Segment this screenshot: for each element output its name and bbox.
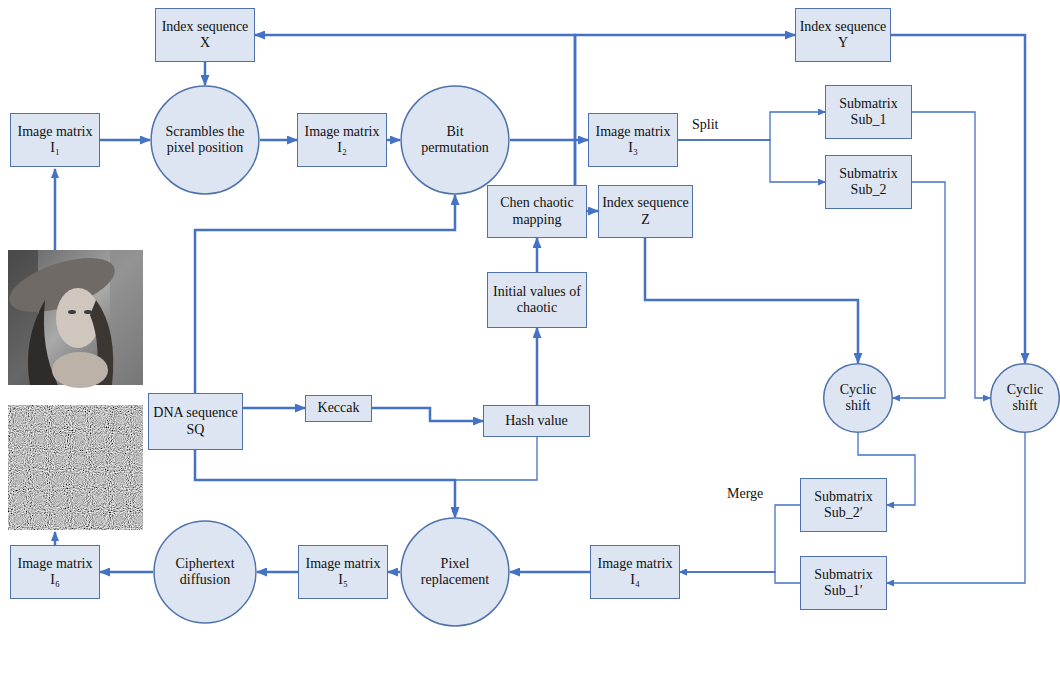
flow-label: Split bbox=[690, 117, 720, 133]
node-text: Scrambles the pixel position bbox=[165, 124, 246, 156]
flow-arrow bbox=[536, 328, 539, 405]
node-text: Image matrix I₅ bbox=[302, 556, 384, 588]
node-text: Initial values of chaotic bbox=[491, 284, 583, 316]
flow-arrow bbox=[912, 112, 990, 398]
node-text: Index sequence Z bbox=[602, 195, 689, 227]
process-box: Initial values of chaotic bbox=[487, 272, 587, 328]
flow-arrow bbox=[195, 195, 455, 393]
flow-arrow bbox=[678, 112, 825, 140]
index-box: Index sequence Z bbox=[598, 185, 693, 238]
process-circle: Ciphertext diffusion bbox=[153, 520, 257, 624]
node-text: Submatrix Sub_1 bbox=[829, 96, 908, 128]
node-text: Chen chaotic mapping bbox=[491, 195, 583, 227]
image-matrix-box: Image matrix I₄ bbox=[590, 545, 680, 599]
node-text: Submatrix Sub_1′ bbox=[804, 567, 883, 599]
flow-arrow bbox=[257, 571, 298, 574]
noise-cipher-image bbox=[8, 405, 143, 530]
node-text: Submatrix Sub_2′ bbox=[804, 489, 883, 521]
image-matrix-box: Image matrix I₅ bbox=[298, 545, 388, 599]
node-text: Ciphertext diffusion bbox=[167, 556, 244, 588]
flow-arrow bbox=[455, 437, 537, 517]
node-text: Keccak bbox=[318, 400, 360, 416]
submatrix-box: Submatrix Sub_1′ bbox=[800, 556, 887, 610]
flow-arrow bbox=[536, 238, 539, 272]
image-matrix-box: Image matrix I₆ bbox=[10, 545, 100, 599]
flow-arrow bbox=[100, 571, 153, 574]
flow-arrow bbox=[243, 407, 305, 410]
node-text: Submatrix Sub_2 bbox=[829, 166, 908, 198]
flow-arrow bbox=[510, 139, 588, 142]
node-text: Cyclic shift bbox=[999, 382, 1051, 414]
node-text: Bit permutation bbox=[415, 124, 496, 156]
cipher-arrow bbox=[54, 532, 57, 545]
flow-arrow bbox=[680, 572, 800, 583]
flow-arrow bbox=[100, 139, 150, 142]
process-circle: Cyclic shift bbox=[990, 363, 1060, 433]
node-text: Pixel replacement bbox=[415, 556, 496, 588]
image-matrix-box: Image matrix I₂ bbox=[297, 113, 387, 167]
flow-arrow bbox=[645, 238, 858, 363]
process-box: Chen chaotic mapping bbox=[487, 185, 587, 238]
flow-arrow bbox=[587, 210, 598, 213]
process-box: DNA sequence SQ bbox=[148, 393, 243, 450]
flow-arrow bbox=[387, 139, 400, 142]
index-box: Index sequence Y bbox=[795, 8, 891, 62]
process-circle: Scrambles the pixel position bbox=[150, 85, 260, 195]
flow-arrow bbox=[388, 571, 400, 574]
process-box: Hash value bbox=[483, 405, 590, 437]
process-box: Keccak bbox=[305, 395, 372, 422]
flow-arrow bbox=[893, 182, 945, 398]
process-circle: Bit permutation bbox=[400, 85, 510, 195]
flow-arrow bbox=[680, 505, 800, 572]
lena-photo bbox=[3, 247, 143, 388]
node-text: Hash value bbox=[505, 413, 568, 429]
flow-arrow bbox=[204, 62, 207, 85]
node-text: Index sequence X bbox=[159, 19, 251, 51]
node-text: Image matrix I₁ bbox=[14, 124, 96, 156]
flow-arrow bbox=[510, 571, 590, 574]
flow-arrow bbox=[678, 140, 825, 182]
node-text: Image matrix I₂ bbox=[301, 124, 383, 156]
flow-arrow bbox=[195, 450, 455, 517]
index-box: Index sequence X bbox=[155, 8, 255, 62]
node-text: Image matrix I₃ bbox=[592, 124, 674, 156]
process-circle: Pixel replacement bbox=[400, 517, 510, 627]
node-text: Cyclic shift bbox=[832, 382, 884, 414]
node-text: DNA sequence SQ bbox=[152, 405, 239, 437]
flow-arrow bbox=[887, 433, 1025, 583]
submatrix-box: Submatrix Sub_1 bbox=[825, 85, 912, 139]
flow-arrow bbox=[260, 139, 297, 142]
photo-arrow bbox=[54, 169, 57, 250]
flow-arrow bbox=[575, 35, 795, 185]
node-text: Image matrix I₆ bbox=[14, 556, 96, 588]
node-text: Image matrix I₄ bbox=[594, 556, 676, 588]
flow-arrow bbox=[372, 408, 483, 421]
node-text: Index sequence Y bbox=[799, 19, 887, 51]
process-circle: Cyclic shift bbox=[823, 363, 893, 433]
submatrix-box: Submatrix Sub_2′ bbox=[800, 478, 887, 532]
image-matrix-box: Image matrix I₃ bbox=[588, 113, 678, 167]
flow-label: Merge bbox=[725, 486, 765, 502]
image-matrix-box: Image matrix I₁ bbox=[10, 113, 100, 167]
submatrix-box: Submatrix Sub_2 bbox=[825, 155, 912, 209]
